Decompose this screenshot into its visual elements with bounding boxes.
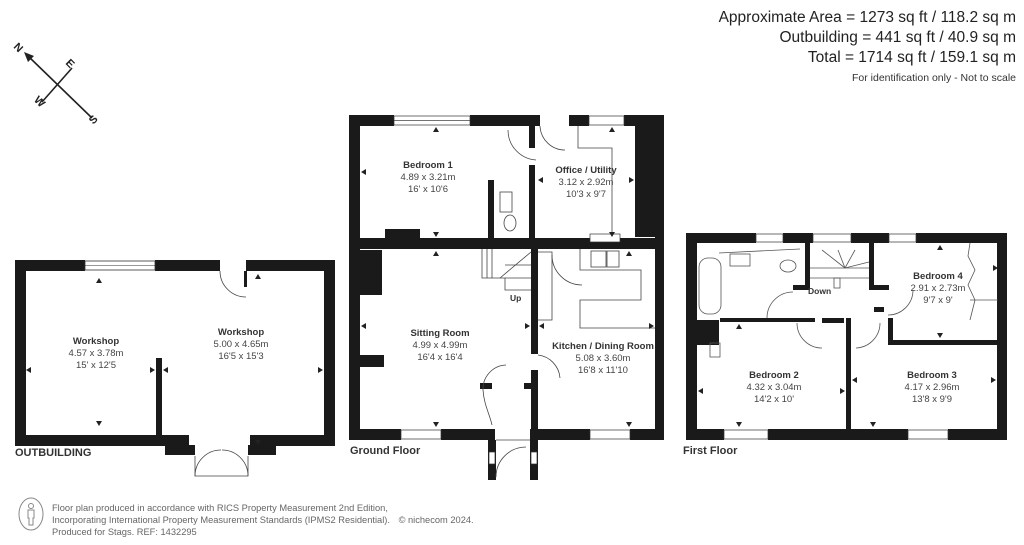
footer-line-3: Produced for Stags. REF: 1432295 bbox=[52, 527, 197, 537]
outbuilding-plan bbox=[15, 260, 335, 455]
area-summary: Approximate Area = 1273 sq ft / 118.2 sq… bbox=[719, 8, 1016, 86]
ground-floor-label: Ground Floor bbox=[350, 445, 421, 457]
room-sitting-room: Sitting Room 4.99 x 4.99m 16'4 x 16'4 bbox=[410, 328, 470, 363]
first-floor-plan bbox=[686, 233, 1007, 440]
outbuilding-label: OUTBUILDING bbox=[15, 447, 92, 459]
room-kitchen-dining: Kitchen / Dining Room 5.08 x 3.60m 16'8 … bbox=[552, 341, 654, 376]
room-office-utility: Office / Utility 3.12 x 2.92m 10'3 x 9'7 bbox=[555, 165, 617, 200]
compass-icon bbox=[24, 52, 93, 119]
room-workshop-1: Workshop 4.57 x 3.78m 15' x 12'5 bbox=[68, 336, 124, 371]
dimension-arrows bbox=[26, 127, 998, 445]
scale-note: For identification only - Not to scale bbox=[852, 72, 1016, 84]
footer-copyright: © nichecom 2024. bbox=[398, 515, 474, 525]
footer-notes: Floor plan produced in accordance with R… bbox=[52, 502, 474, 538]
room-bedroom-3: Bedroom 3 4.17 x 2.96m 13'8 x 9'9 bbox=[904, 370, 960, 405]
room-bedroom-4: Bedroom 4 2.91 x 2.73m 9'7 x 9' bbox=[910, 271, 966, 306]
stairs-down-label: Down bbox=[808, 286, 832, 296]
stairs-up-label: Up bbox=[510, 293, 522, 303]
first-floor-label: First Floor bbox=[683, 445, 738, 457]
room-bedroom-1: Bedroom 1 4.89 x 3.21m 16' x 10'6 bbox=[400, 160, 456, 195]
footer-line-1: Floor plan produced in accordance with R… bbox=[52, 503, 388, 513]
room-workshop-2: Workshop 5.00 x 4.65m 16'5 x 15'3 bbox=[213, 327, 269, 362]
person-measure-icon bbox=[18, 497, 44, 531]
approximate-area: Approximate Area = 1273 sq ft / 118.2 sq… bbox=[718, 9, 1016, 26]
footer-line-2: Incorporating International Property Mea… bbox=[52, 515, 390, 525]
room-bedroom-2: Bedroom 2 4.32 x 3.04m 14'2 x 10' bbox=[746, 370, 802, 405]
total-area: Total = 1714 sq ft / 159.1 sq m bbox=[807, 49, 1016, 66]
outbuilding-area: Outbuilding = 441 sq ft / 40.9 sq m bbox=[779, 29, 1016, 46]
ground-floor-plan bbox=[349, 115, 664, 480]
